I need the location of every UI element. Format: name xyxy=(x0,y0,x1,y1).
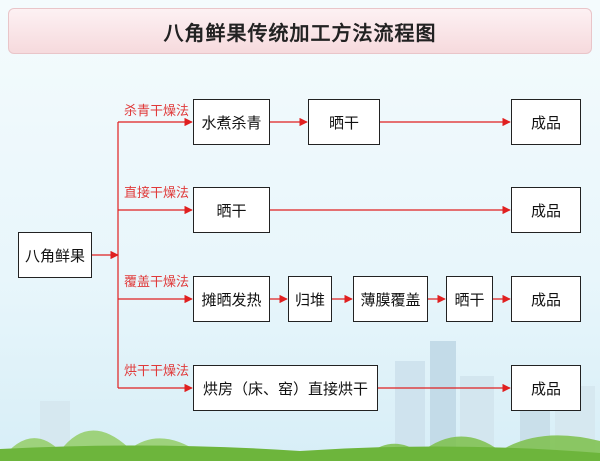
step-node: 摊晒发热 xyxy=(193,276,270,322)
end-node: 成品 xyxy=(511,99,581,145)
branch-label-3: 覆盖干燥法 xyxy=(124,275,190,290)
branch-label-4: 烘干干燥法 xyxy=(124,364,190,379)
step-node: 薄膜覆盖 xyxy=(353,276,428,322)
step-node: 晒干 xyxy=(446,276,493,322)
step-node: 晒干 xyxy=(193,187,270,233)
branch-label-2: 直接干燥法 xyxy=(124,186,190,201)
step-node: 烘房（床、窑）直接烘干 xyxy=(193,365,378,411)
step-node: 晒干 xyxy=(308,99,380,145)
page-title: 八角鲜果传统加工方法流程图 xyxy=(163,20,437,45)
end-node: 成品 xyxy=(511,187,581,233)
end-node: 成品 xyxy=(511,276,581,322)
end-node: 成品 xyxy=(511,365,581,411)
step-node: 归堆 xyxy=(288,276,332,322)
branch-label-1: 杀青干燥法 xyxy=(124,104,190,119)
title-bar: 八角鲜果传统加工方法流程图 xyxy=(8,8,592,54)
step-node: 水煮杀青 xyxy=(193,99,270,145)
start-node: 八角鲜果 xyxy=(18,232,92,278)
